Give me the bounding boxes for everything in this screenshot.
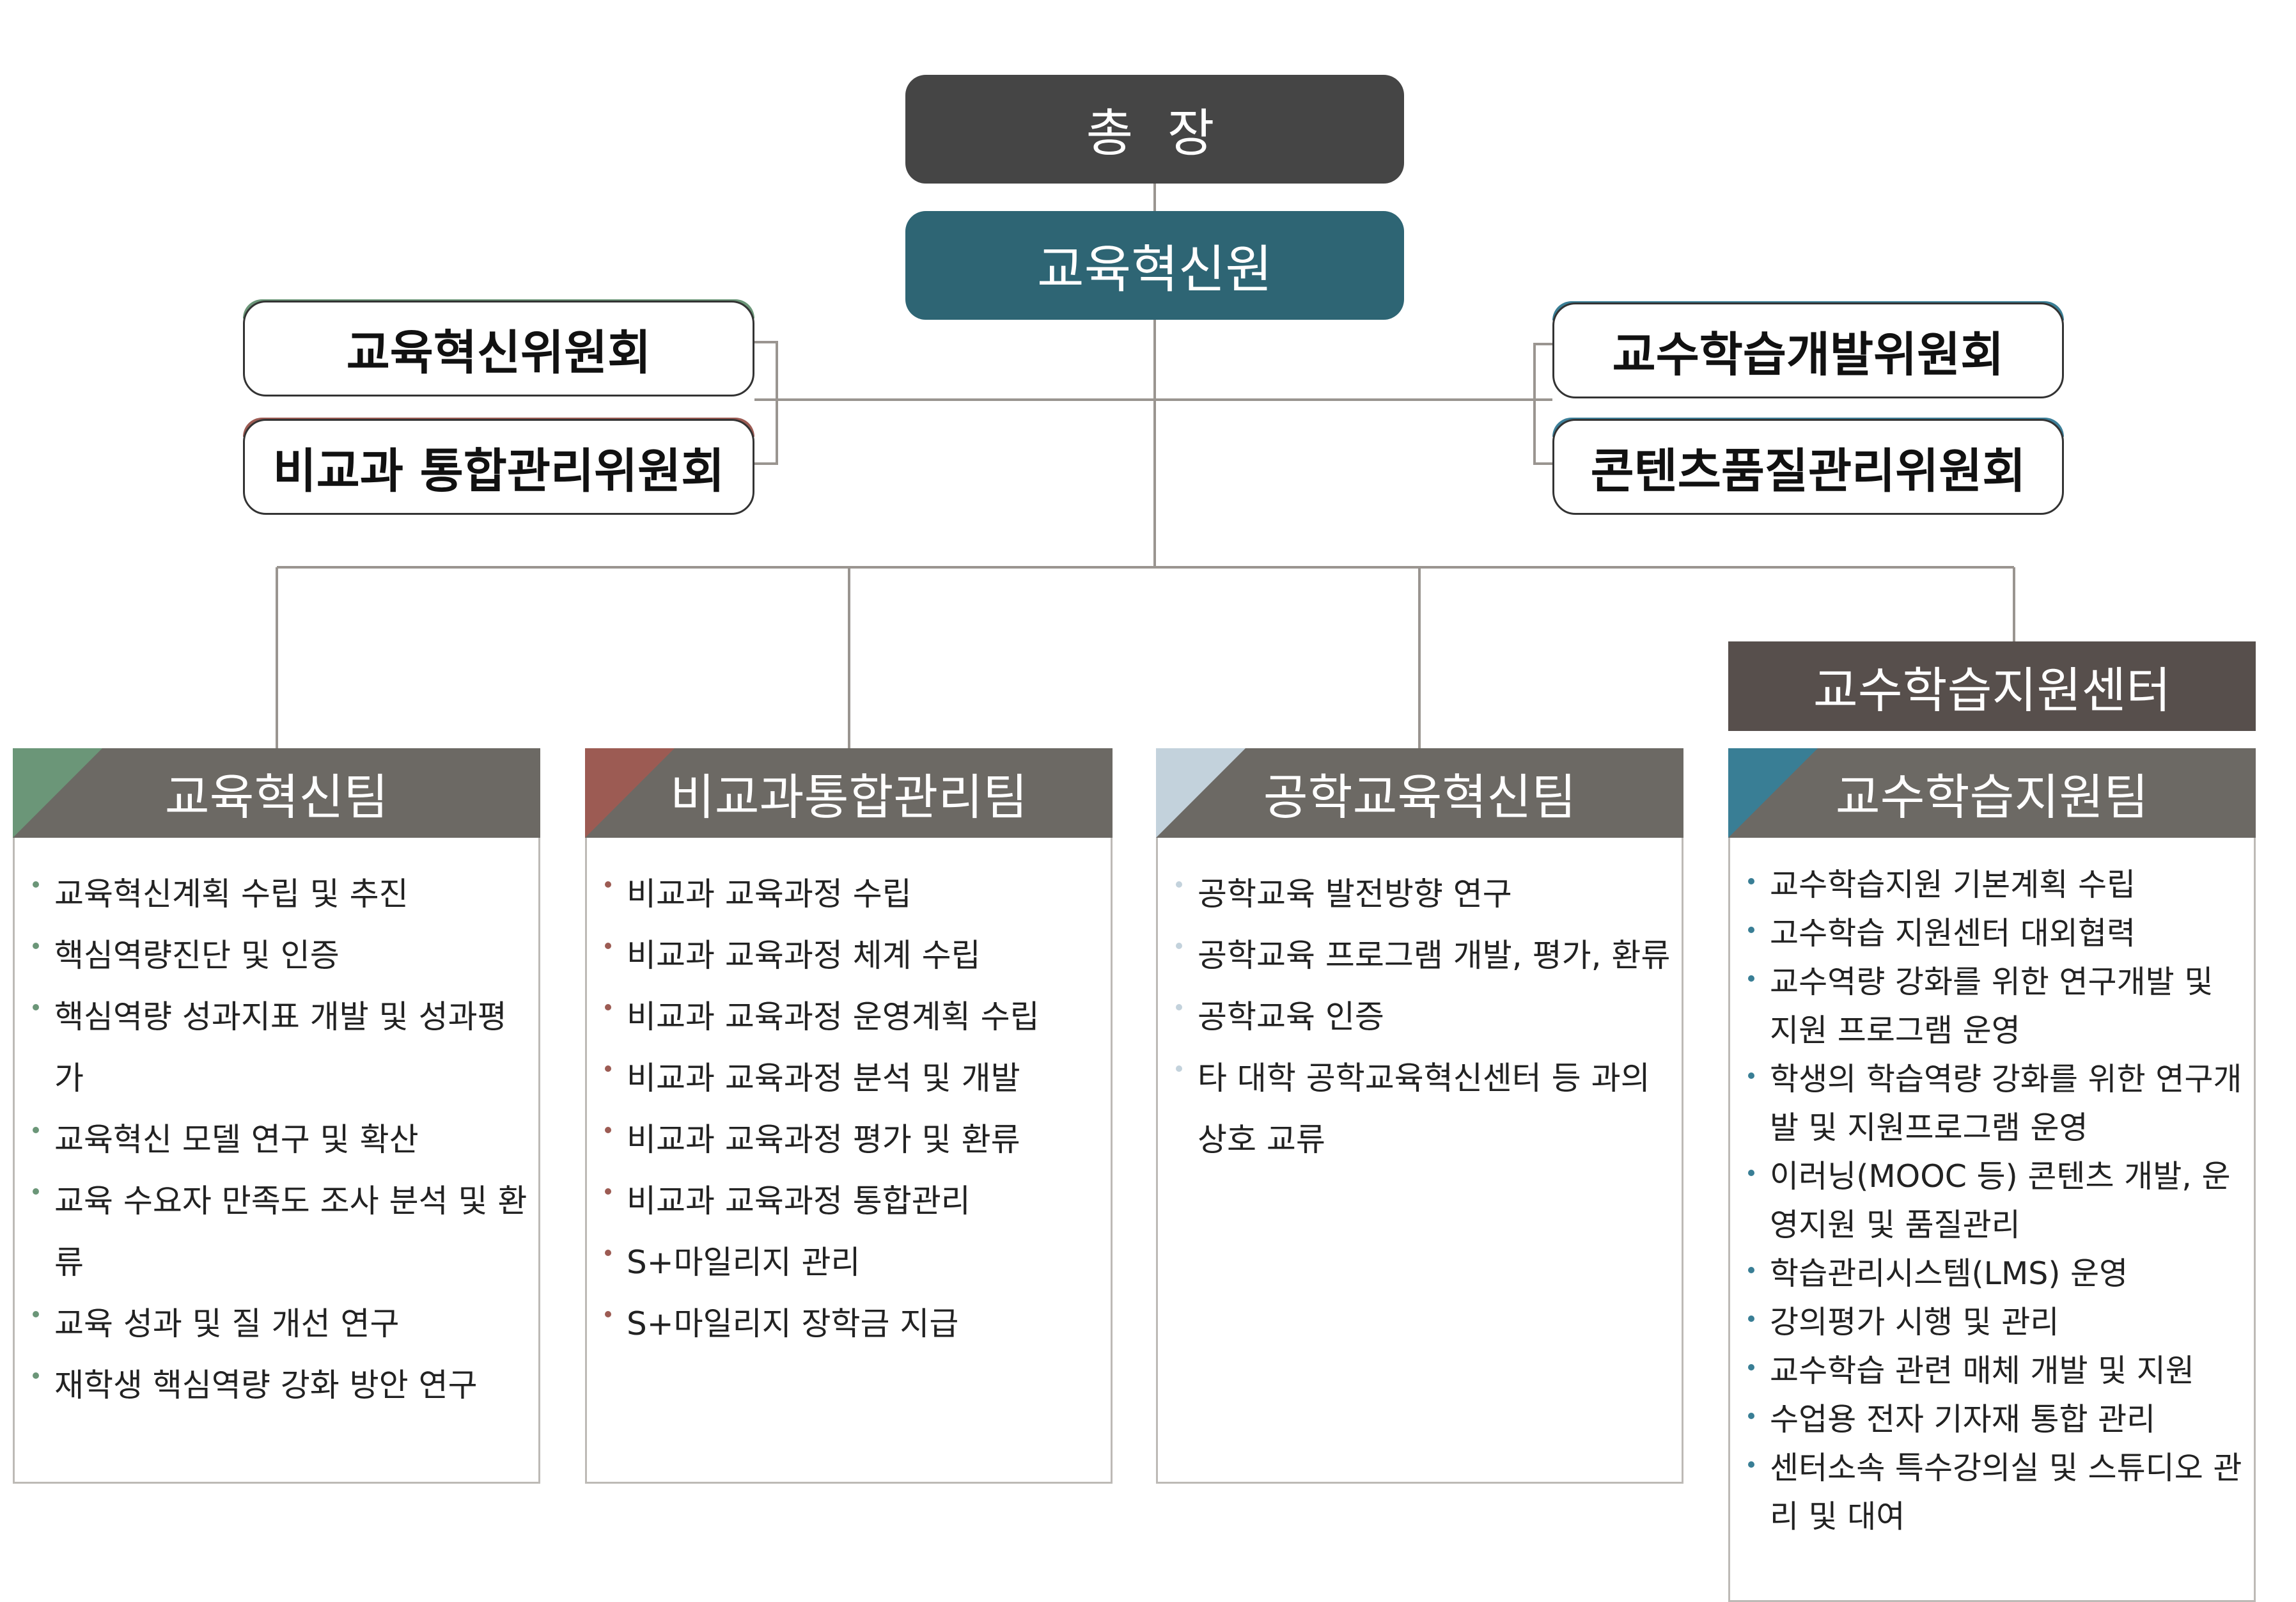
team-header: 교육혁신팀	[13, 748, 540, 838]
team-title: 교육혁신팀	[164, 769, 389, 826]
team-accent-triangle	[585, 748, 675, 838]
duty-item: 교육혁신 모델 연구 및 확산	[29, 1109, 532, 1170]
committee-label: 교수학습개발위원회	[1612, 327, 2004, 382]
team-accent-triangle	[1728, 748, 1818, 838]
duty-item: 센터소속 특수강의실 및 스튜디오 관리 및 대여	[1744, 1444, 2247, 1541]
team-accent-triangle	[1156, 748, 1246, 838]
committee-education-innovation: 교육혁신위원회	[243, 301, 754, 397]
duty-item: 재학생 핵심역량 강화 방안 연구	[29, 1355, 532, 1416]
committee-label: 교육혁신위원회	[346, 325, 652, 381]
duty-item: 비교과 교육과정 평가 및 환류	[601, 1109, 1104, 1170]
duty-item: 교육 수요자 만족도 조사 분석 및 환류	[29, 1170, 532, 1293]
team-title: 공학교육혁신팀	[1263, 769, 1577, 826]
duty-item: 비교과 교육과정 체계 수립	[601, 925, 1104, 986]
duty-item: 교수학습 관련 매체 개발 및 지원	[1744, 1347, 2247, 1395]
duty-item: 비교과 교육과정 수립	[601, 863, 1104, 925]
duty-item: 핵심역량 성과지표 개발 및 성과평가	[29, 986, 532, 1109]
teaching-learning-center-box: 교수학습지원센터	[1728, 641, 2256, 731]
team-header: 공학교육혁신팀	[1156, 748, 1683, 838]
duty-item: 수업용 전자 기자재 통합 관리	[1744, 1395, 2247, 1444]
president-box: 총 장	[905, 75, 1404, 184]
duty-item: 공학교육 발전방향 연구	[1172, 863, 1675, 925]
team-header: 비교과통합관리팀	[585, 748, 1113, 838]
duty-item: 타 대학 공학교육혁신센터 등 과의 상호 교류	[1172, 1048, 1675, 1170]
duty-item: 비교과 교육과정 통합관리	[601, 1170, 1104, 1232]
duty-item: S+마일리지 장학금 지급	[601, 1293, 1104, 1355]
duty-item: 교육 성과 및 질 개선 연구	[29, 1293, 532, 1355]
office-label: 교육혁신원	[1037, 240, 1272, 299]
committee-teaching-learning: 교수학습개발위원회	[1552, 302, 2064, 398]
team-title: 비교과통합관리팀	[669, 769, 1028, 826]
duty-item: 공학교육 프로그램 개발, 평가, 환류	[1172, 925, 1675, 986]
committee-label: 비교과 통합관리위원회	[272, 443, 725, 499]
duty-item: 학생의 학습역량 강화를 위한 연구개발 및 지원프로그램 운영	[1744, 1055, 2247, 1152]
duty-item: 강의평가 시행 및 관리	[1744, 1298, 2247, 1347]
duty-item: 이러닝(MOOC 등) 콘텐츠 개발, 운영지원 및 품질관리	[1744, 1152, 2247, 1250]
committee-label: 콘텐츠품질관리위원회	[1590, 443, 2026, 499]
education-innovation-office-box: 교육혁신원	[905, 211, 1404, 320]
duty-item: 핵심역량진단 및 인증	[29, 925, 532, 986]
center-label: 교수학습지원센터	[1813, 662, 2171, 719]
duty-item: 비교과 교육과정 분석 및 개발	[601, 1048, 1104, 1109]
duty-item: S+마일리지 관리	[601, 1232, 1104, 1293]
president-label: 총 장	[1086, 104, 1224, 163]
team-title: 교수학습지원팀	[1835, 769, 2149, 826]
duty-item: 교육혁신계획 수립 및 추진	[29, 863, 532, 925]
team-header: 교수학습지원팀	[1728, 748, 2256, 838]
duty-item: 공학교육 인증	[1172, 986, 1675, 1048]
committee-extracurricular: 비교과 통합관리위원회	[243, 419, 754, 515]
duty-item: 학습관리시스템(LMS) 운영	[1744, 1250, 2247, 1298]
duty-item: 교수역량 강화를 위한 연구개발 및 지원 프로그램 운영	[1744, 958, 2247, 1055]
duty-item: 교수학습지원 기본계획 수립	[1744, 861, 2247, 909]
duty-item: 비교과 교육과정 운영계획 수립	[601, 986, 1104, 1048]
committee-content-quality: 콘텐츠품질관리위원회	[1552, 419, 2064, 515]
duty-item: 고수학습 지원센터 대외협력	[1744, 909, 2247, 958]
team-accent-triangle	[13, 748, 102, 838]
